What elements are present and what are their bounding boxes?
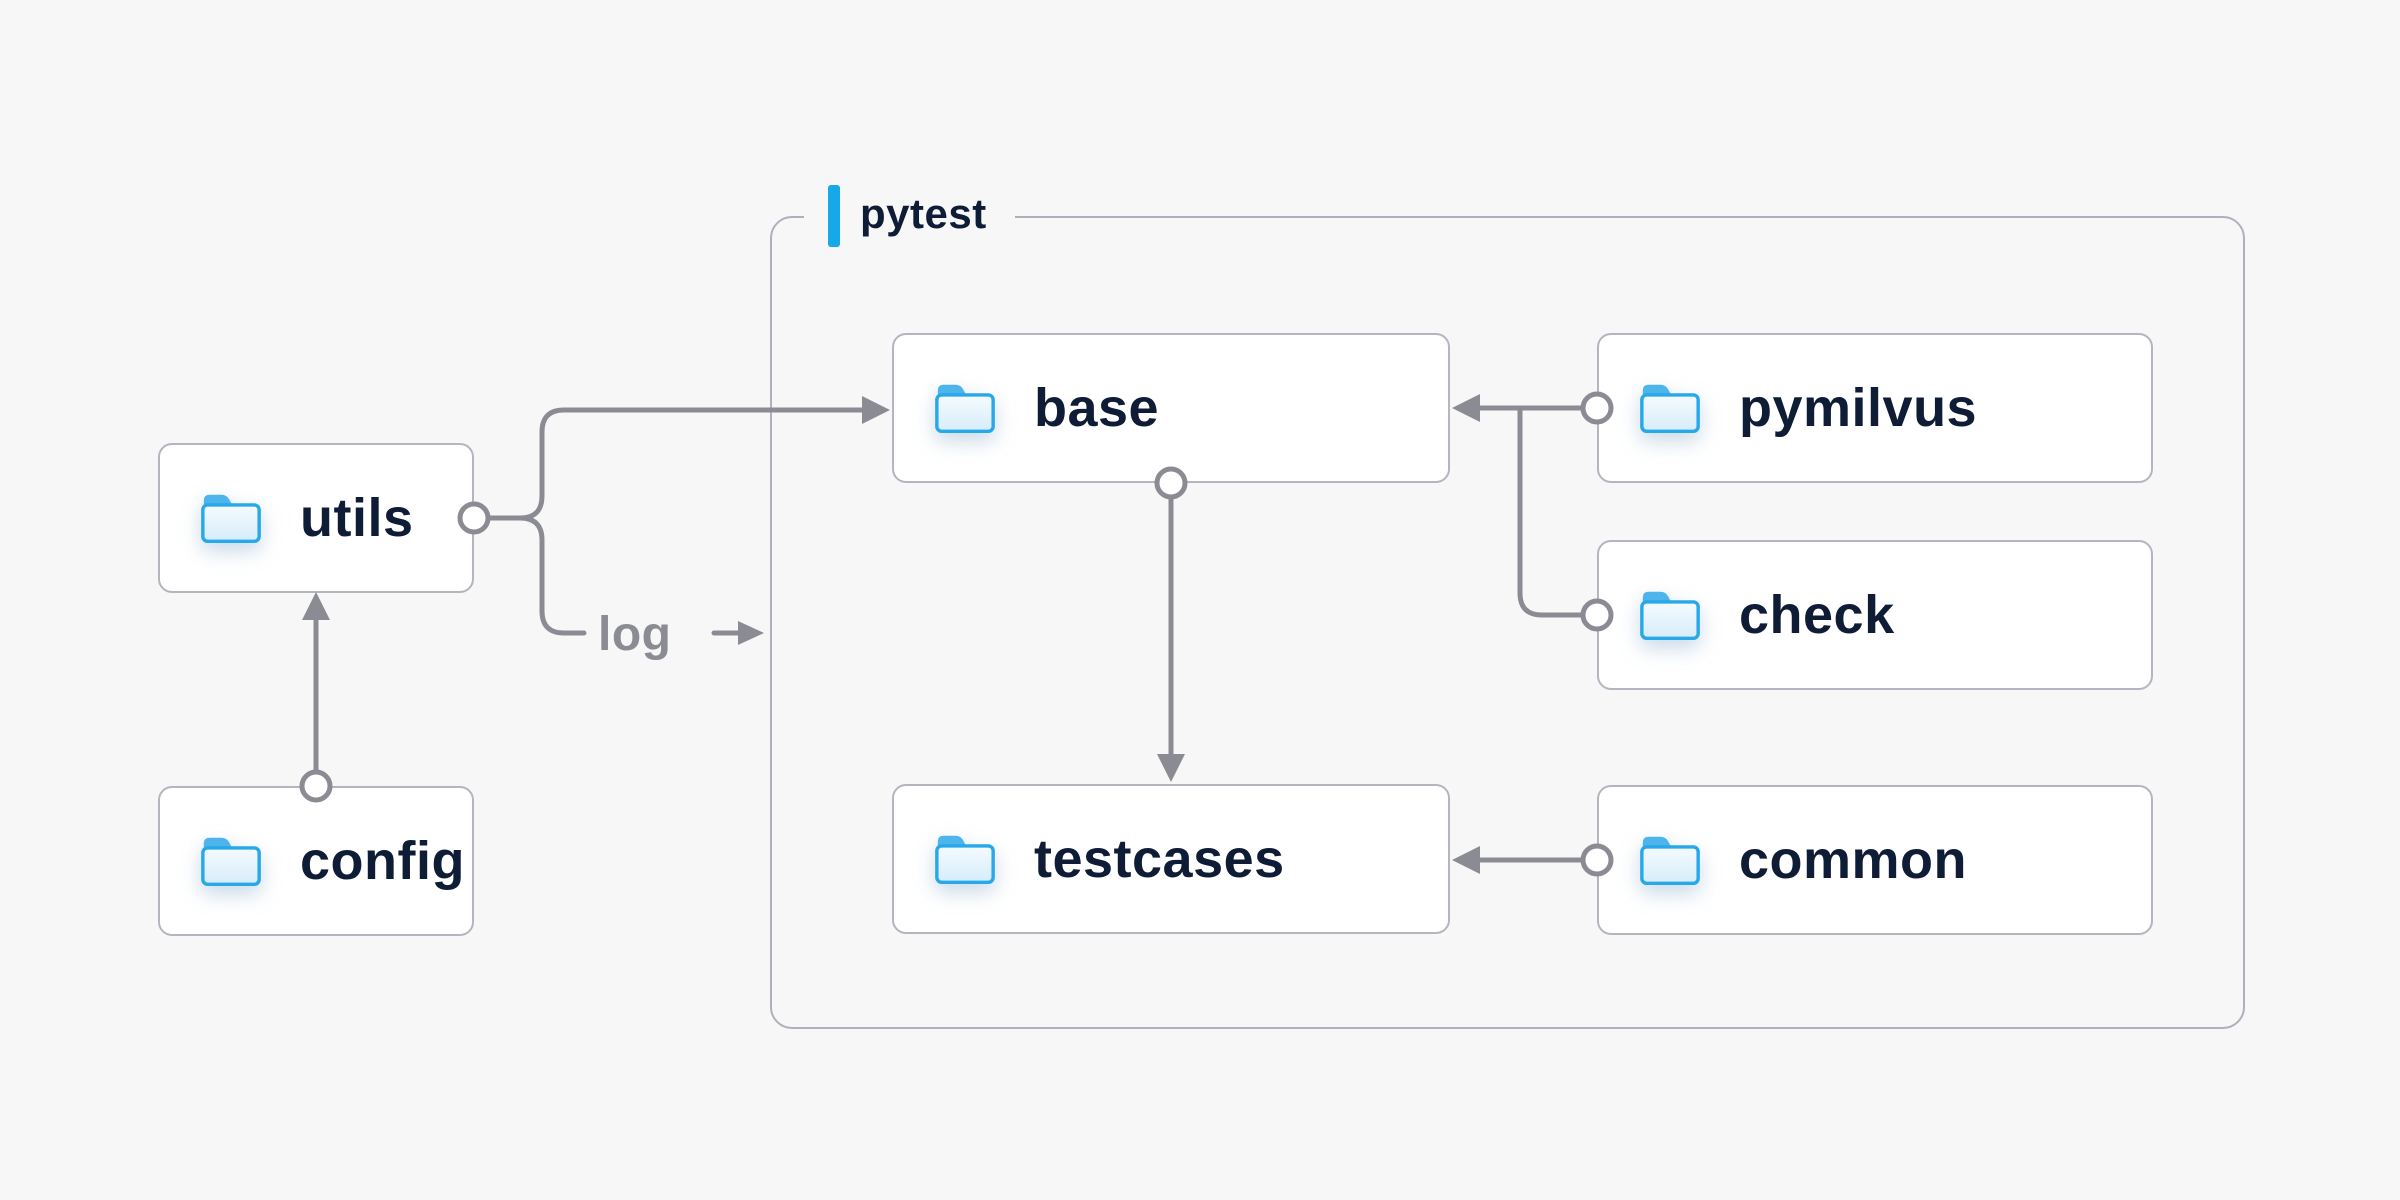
folder-icon bbox=[1637, 832, 1703, 888]
folder-icon bbox=[1637, 380, 1703, 436]
folder-icon bbox=[932, 380, 998, 436]
log-edge-label-text: log bbox=[598, 607, 672, 661]
folder-icon bbox=[198, 490, 264, 546]
node-base: base bbox=[892, 333, 1450, 483]
node-config: config bbox=[158, 786, 474, 936]
edge-utils-log bbox=[517, 515, 587, 636]
arrowhead-log-into-group bbox=[738, 621, 764, 645]
node-label: base bbox=[1034, 378, 1160, 438]
folder-icon bbox=[1637, 587, 1703, 643]
pytest-group-title: pytest bbox=[860, 190, 987, 237]
node-check: check bbox=[1597, 540, 2153, 690]
node-pymilvus: pymilvus bbox=[1597, 333, 2153, 483]
folder-icon bbox=[198, 833, 264, 889]
node-label: pymilvus bbox=[1739, 378, 1978, 438]
arrowhead-into-utils-bottom bbox=[302, 592, 330, 620]
pytest-group-label: pytest bbox=[804, 184, 1015, 248]
folder-icon bbox=[932, 831, 998, 887]
node-label: config bbox=[300, 831, 465, 891]
node-label: check bbox=[1739, 585, 1895, 645]
node-label: common bbox=[1739, 830, 1968, 890]
pytest-group-box bbox=[770, 216, 2245, 1029]
node-utils: utils bbox=[158, 443, 474, 593]
log-edge-label: log bbox=[598, 604, 671, 664]
node-label: testcases bbox=[1034, 829, 1285, 889]
accent-bar-icon bbox=[828, 185, 840, 247]
node-testcases: testcases bbox=[892, 784, 1450, 934]
node-common: common bbox=[1597, 785, 2153, 935]
node-label: utils bbox=[300, 488, 414, 548]
